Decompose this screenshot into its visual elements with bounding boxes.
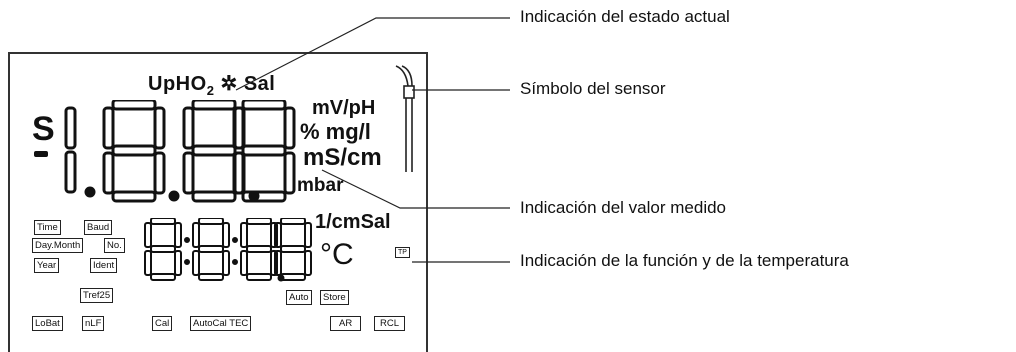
label-cal: Cal [152,316,173,331]
label-nlf: nLF [82,316,105,331]
unit-mv-ph: mV/pH [312,97,376,119]
label-day-month: Day.Month [32,238,84,253]
callout-function-temp-text: Indicación de la función y de la tempera… [520,251,849,270]
label-baud: Baud [84,220,113,235]
sensor-tag-tp: TP [395,247,410,258]
label-ar: AR [330,316,362,331]
status-sal: Sal [243,73,276,95]
callout-sensor-text: Símbolo del sensor [520,79,666,98]
unit-mbar: mbar [297,175,344,196]
unit-percent-mg-l: % mg/l [300,119,371,144]
unit-ms-cm: mS/cm [303,144,382,171]
label-rcl: RCL [374,316,406,331]
label-ident: Ident [90,258,118,273]
leader-line-measured [321,169,510,209]
status-o2: O [190,73,207,95]
secondary-seven-segment-value [144,218,312,282]
label-lobat: LoBat [32,316,63,331]
unit-per-cm-sal: 1/cmSal [315,211,391,233]
sensor-icon [395,65,415,172]
label-autocal-tec: AutoCal TEC [190,316,252,331]
callout-leader-lines [235,17,510,263]
s-indicator: S [32,110,55,148]
status-h: H [175,73,191,95]
stirrer-icon: ✲ [220,73,238,95]
callout-measured-text: Indicación del valor medido [520,198,727,217]
label-year: Year [34,258,60,273]
label-auto: Auto [286,290,312,305]
label-store: Store [320,290,349,305]
unit-degree-celsius: °C [320,238,354,271]
label-time: Time [34,220,61,235]
lcd-display-frame [8,52,428,352]
label-tref25: Tref25 [80,288,114,303]
minus-sign [34,151,48,157]
label-no: No. [104,238,125,253]
callout-status-text: Indicación del estado actual [520,7,730,26]
main-seven-segment-value [64,100,296,203]
status-o2-subscript: 2 [206,83,215,98]
status-indicator-row: UpHO2 ✲ Sal [148,71,275,98]
status-up: Up [148,73,176,95]
leader-line-status [235,17,510,91]
